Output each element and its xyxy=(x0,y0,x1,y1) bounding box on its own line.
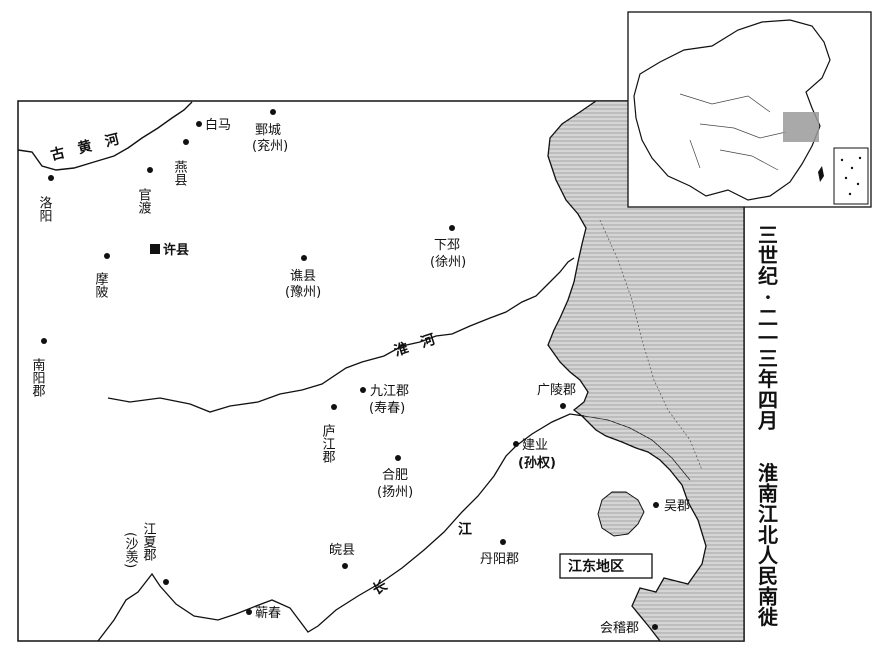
title-char: 南 xyxy=(758,482,778,506)
inset-highlight xyxy=(783,112,819,142)
xiapi-label: 下邳 xyxy=(434,238,460,253)
mapi-dot xyxy=(104,253,110,259)
title-char: · xyxy=(765,285,772,309)
xiapi-sub-label: (徐州) xyxy=(430,255,466,270)
title-char: 人 xyxy=(758,543,779,567)
jianye-sub-label: (孙权) xyxy=(518,455,556,471)
xuxian-label: 许县 xyxy=(163,242,189,258)
qiaoxian-dot xyxy=(301,255,307,261)
guandu-label: 官渡 xyxy=(136,187,152,214)
jiangxia-sub-label: (沙羡) xyxy=(123,532,139,568)
luoyang-dot xyxy=(48,175,54,181)
title-char: 年 xyxy=(758,367,778,391)
nanyang-label: 南阳郡 xyxy=(30,357,46,398)
xiapi-dot xyxy=(449,225,455,231)
baima-label: 白马 xyxy=(205,117,231,133)
jiangdong-label: 江东地区 xyxy=(568,558,624,575)
yangtze-river xyxy=(97,413,585,642)
title-char: 纪 xyxy=(758,264,778,288)
taihu-lake xyxy=(597,491,645,537)
juancheng-sub-label: (兖州) xyxy=(252,139,288,154)
title-char: 四 xyxy=(758,388,778,412)
jiujiang-sub-label: (寿春) xyxy=(369,401,405,416)
coast-detail xyxy=(599,219,703,471)
guandu-dot xyxy=(147,167,153,173)
inset-islands xyxy=(840,156,862,196)
wanxian-dot xyxy=(342,563,348,569)
danyang-dot xyxy=(500,539,506,545)
guangling-dot xyxy=(560,403,566,409)
inset-south-sea-box xyxy=(833,147,869,205)
jiangxia-dot xyxy=(163,579,169,585)
title-char: 一 xyxy=(758,326,778,350)
mapi-label: 摩陂 xyxy=(93,271,109,298)
jiujiang-label: 九江郡 xyxy=(370,384,409,399)
qiaoxian-sub-label: (豫州) xyxy=(285,285,321,300)
yanxian-dot xyxy=(183,139,189,145)
xuxian-marker xyxy=(150,244,160,254)
baima-dot xyxy=(196,121,202,127)
title-char: 世 xyxy=(758,244,778,268)
lujiang-dot xyxy=(331,404,337,410)
hefei-dot xyxy=(395,455,401,461)
qichun-dot xyxy=(246,609,252,615)
hefei-sub-label: (扬州) xyxy=(377,485,413,500)
inset-taiwan xyxy=(818,166,824,182)
coast-detail-2 xyxy=(583,415,691,481)
title-char: 月 xyxy=(757,408,778,432)
title-char: 民 xyxy=(758,564,778,588)
title-char: 南 xyxy=(758,585,778,609)
title-char: 二 xyxy=(758,305,778,329)
title-char: 江 xyxy=(758,502,778,526)
qichun-label: 蕲春 xyxy=(255,606,281,621)
inset-provinces xyxy=(679,93,787,171)
title-char: 北 xyxy=(758,523,778,547)
qiaoxian-label: 谯县 xyxy=(290,269,316,284)
title-char: 徙 xyxy=(757,605,778,629)
jianye-label: 建业 xyxy=(522,438,548,453)
jianye-dot xyxy=(513,441,519,447)
sea-area xyxy=(547,100,745,642)
lujiang-label: 庐江郡 xyxy=(320,424,336,464)
jiujiang-dot xyxy=(360,387,366,393)
wanxian-label: 皖县 xyxy=(329,543,355,558)
wujun-dot xyxy=(653,502,659,508)
luoyang-label: 洛阳 xyxy=(37,196,53,222)
huai-river xyxy=(107,257,575,413)
wujun-label: 吴郡 xyxy=(664,499,690,514)
hefei-label: 合肥 xyxy=(382,468,408,483)
juancheng-label: 鄄城 xyxy=(255,123,281,138)
jiangdong-box xyxy=(559,553,653,579)
title-char: 三 xyxy=(758,223,778,247)
title-char: 三 xyxy=(758,347,778,371)
nanyang-dot xyxy=(41,338,47,344)
yanxian-label: 燕县 xyxy=(172,160,188,186)
juancheng-dot xyxy=(270,109,276,115)
yangtze-jiang-label: 江 xyxy=(458,521,472,538)
kuaiji-dot xyxy=(652,624,658,630)
guangling-label: 广陵郡 xyxy=(537,383,576,398)
yellow-river xyxy=(17,101,193,171)
jiangxia-label: 江夏郡 xyxy=(141,522,157,562)
kuaiji-label: 会稽郡 xyxy=(600,621,639,636)
danyang-label: 丹阳郡 xyxy=(480,552,519,567)
title-char: 淮 xyxy=(758,461,778,485)
